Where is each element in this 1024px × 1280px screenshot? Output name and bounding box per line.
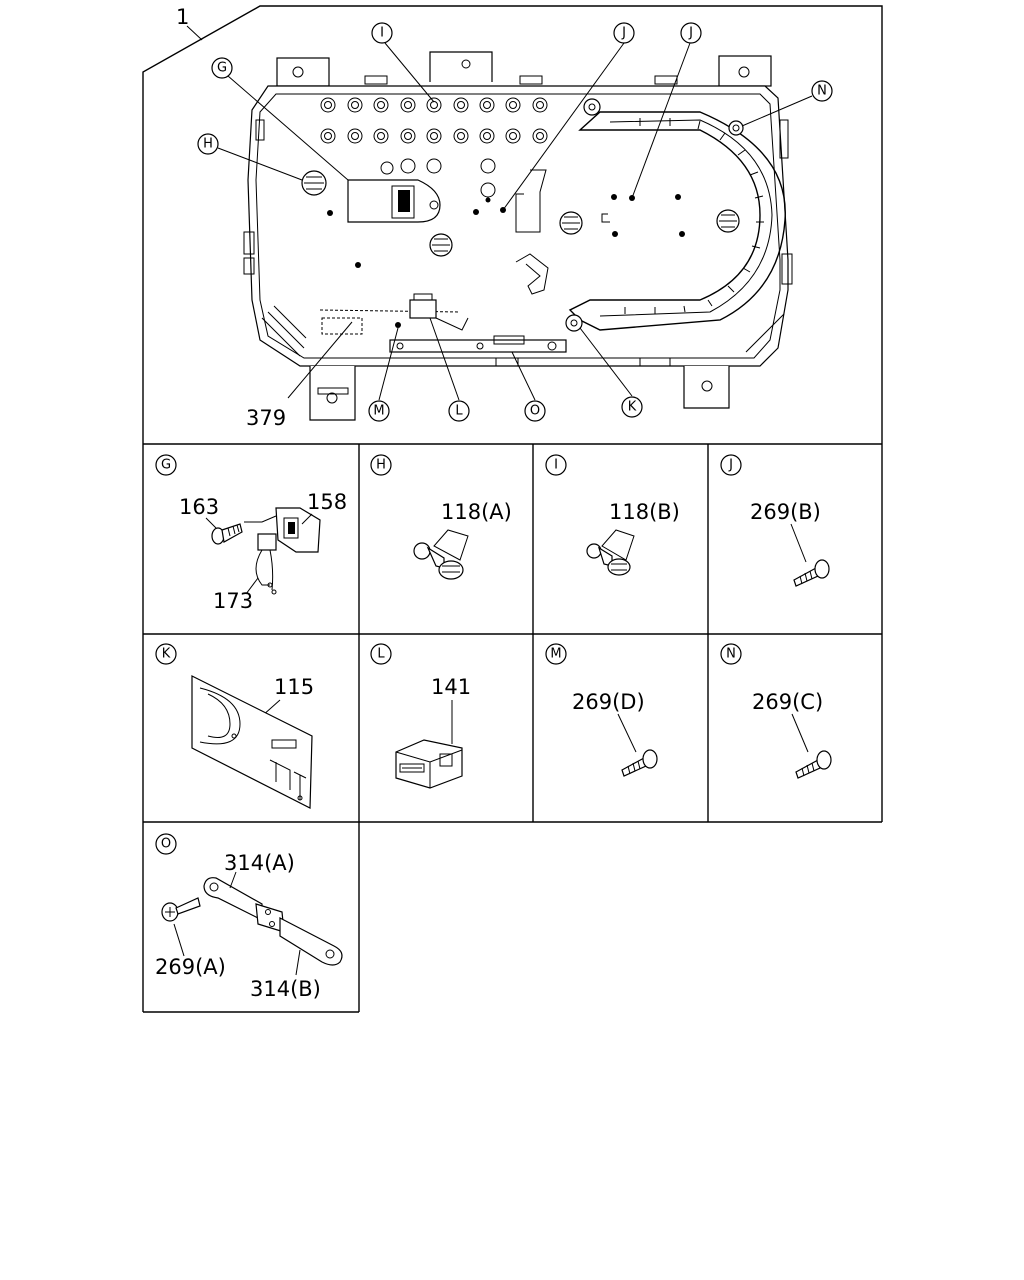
- panel-g-part-158: 158: [307, 490, 347, 514]
- panel-g: G 163 158 173: [155, 454, 347, 613]
- callout-g: G: [217, 61, 227, 76]
- screw-icon: [161, 897, 201, 922]
- main-callouts: G H I J J N M L O K 379: [197, 22, 833, 430]
- callout-i-leader: [384, 42, 435, 103]
- callout-h-circle: [197, 133, 219, 155]
- panel-o-part-314b: 314(B): [250, 977, 321, 1001]
- callout-n-leader: [741, 95, 813, 127]
- panel-o-part-269a: 269(A): [155, 955, 226, 979]
- panel-o: O 314(A) 269(A) 314(B): [155, 833, 343, 1001]
- part-379-label: 379: [246, 406, 286, 430]
- callout-h: H: [203, 137, 213, 152]
- callout-n-circle: [811, 80, 833, 102]
- assembly-number: 1: [176, 5, 189, 29]
- callout-j2-circle: [680, 22, 702, 44]
- panel-m-part-269d: 269(D): [572, 690, 645, 714]
- callout-g-circle: [211, 57, 233, 79]
- panel-j-letter: J: [728, 458, 733, 473]
- callout-j2-leader: [631, 42, 691, 199]
- panel-k: K 115: [155, 643, 314, 809]
- callout-j1: J: [621, 26, 626, 41]
- screw-icon: [211, 523, 243, 545]
- ground-strap-314-icon: [203, 877, 343, 966]
- panel-i-part-118b: 118(B): [609, 500, 680, 524]
- callout-k: K: [628, 400, 637, 415]
- panel-n: N 269(C): [720, 643, 832, 779]
- panel-h-part-118a: 118(A): [441, 500, 512, 524]
- callout-k-leader: [579, 327, 633, 397]
- panel-m-letter: M: [550, 647, 561, 662]
- callout-m-circle: [368, 400, 390, 422]
- module-158-icon: [275, 507, 321, 553]
- callout-379-leader: [287, 321, 353, 399]
- callout-l: L: [455, 404, 463, 419]
- callout-n: N: [817, 84, 827, 99]
- panel-j-part-269b: 269(B): [750, 500, 821, 524]
- circuit-board-115-icon: [191, 675, 313, 809]
- connector-141-icon: [395, 739, 463, 789]
- bulb-socket-array: [320, 97, 548, 198]
- callout-k-circle: [621, 396, 643, 418]
- bulb-icon: [586, 543, 631, 576]
- panel-l: L 141: [370, 643, 471, 789]
- panel-j: J 269(B): [720, 454, 830, 587]
- callout-m-leader: [378, 327, 399, 401]
- panel-m: M 269(D): [545, 643, 658, 777]
- callout-i: I: [380, 26, 384, 41]
- callout-i-circle: [371, 22, 393, 44]
- assembly-leader: [186, 25, 203, 41]
- diagram-frame: [142, 5, 883, 1013]
- callout-h-leader: [217, 147, 303, 181]
- panel-n-letter: N: [726, 647, 736, 662]
- panel-l-part-141: 141: [431, 675, 471, 699]
- cluster-details: [301, 98, 786, 353]
- callout-m: M: [373, 404, 384, 419]
- panel-g-letter: G: [161, 458, 171, 473]
- panel-n-part-269c: 269(C): [752, 690, 823, 714]
- panel-l-letter: L: [377, 647, 385, 662]
- panel-i-letter: I: [554, 458, 558, 473]
- panel-o-letter: O: [161, 837, 171, 852]
- callout-g-leader: [227, 75, 349, 181]
- callout-l-circle: [448, 400, 470, 422]
- bulb-icon: [413, 542, 464, 580]
- callout-o-leader: [511, 351, 536, 401]
- callout-l-leader: [429, 317, 460, 401]
- panel-g-part-163: 163: [179, 495, 219, 519]
- callout-o-circle: [524, 400, 546, 422]
- callout-j1-circle: [613, 22, 635, 44]
- screw-icon: [795, 750, 832, 779]
- panel-h-letter: H: [376, 458, 386, 473]
- instrument-cluster-housing: [243, 51, 793, 421]
- panel-k-part-115: 115: [274, 675, 314, 699]
- panel-o-part-314a: 314(A): [224, 851, 295, 875]
- screw-icon: [621, 749, 658, 777]
- panel-h: H 118(A): [370, 454, 512, 580]
- panel-i: I 118(B): [545, 454, 680, 576]
- panel-k-letter: K: [162, 647, 171, 662]
- screw-icon: [793, 559, 830, 587]
- callout-o: O: [530, 404, 540, 419]
- callout-j2: J: [688, 26, 693, 41]
- callout-j1-leader: [502, 42, 625, 211]
